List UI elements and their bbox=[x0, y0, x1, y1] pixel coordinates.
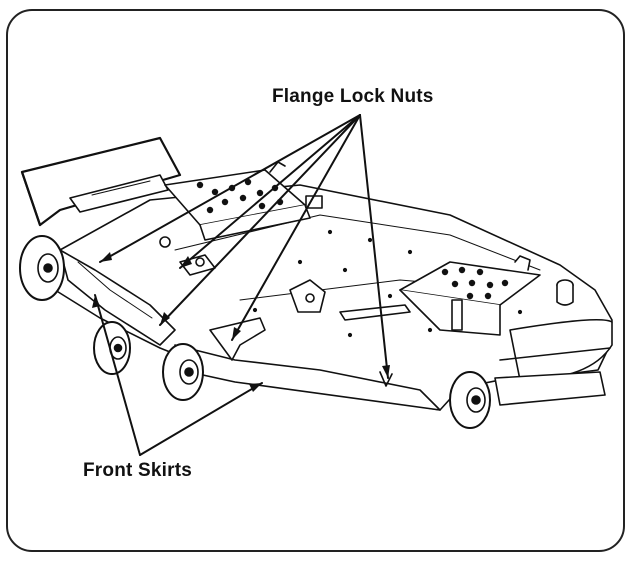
belt-cover-right bbox=[399, 255, 541, 336]
mounting-bracket-center bbox=[289, 279, 326, 313]
front-skirts-leaders bbox=[92, 294, 263, 456]
front-skirts-label: Front Skirts bbox=[83, 460, 193, 481]
caster-wheel-4 bbox=[449, 371, 491, 429]
front-skirt-left bbox=[59, 249, 176, 346]
flange-lock-nuts-leaders bbox=[99, 114, 390, 379]
flange-lock-nuts-label: Flange Lock Nuts bbox=[272, 86, 434, 107]
caster-wheel-2 bbox=[93, 321, 131, 375]
discharge-chute bbox=[20, 136, 182, 227]
caster-wheel-1 bbox=[19, 235, 65, 301]
caster-wheel-3 bbox=[162, 343, 204, 401]
belt-cover-left bbox=[164, 161, 323, 241]
link-rod bbox=[339, 304, 411, 321]
spindle-cap bbox=[556, 279, 574, 306]
